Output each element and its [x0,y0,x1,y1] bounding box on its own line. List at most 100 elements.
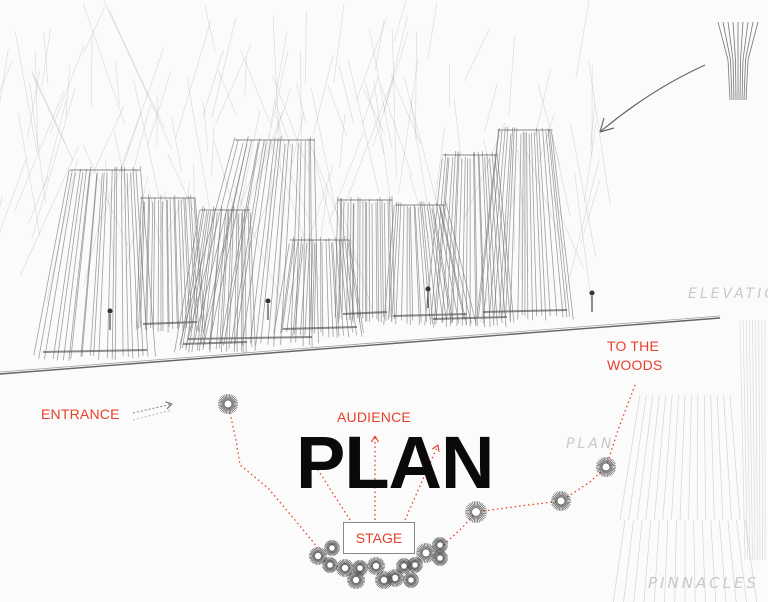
stage-box: STAGE [343,522,415,554]
rain-stroke [43,99,67,187]
ground-line [0,317,721,375]
tower-stroke [533,132,543,316]
arrow-head [374,435,380,443]
tower-stroke [545,131,564,318]
tower-stroke [410,206,414,321]
tower-stroke [209,206,223,353]
faint-tower-stroke [662,394,673,521]
platform [182,341,248,345]
tower-stroke [62,169,87,361]
tower-stroke [249,137,276,344]
plant-burst-icon [551,491,571,511]
figure-head [425,286,431,292]
tower-stroke [146,198,151,331]
tower-stroke [70,166,92,359]
platform [392,313,468,317]
tower-stroke [89,173,103,356]
rain-stroke [82,2,126,126]
tower-stroke [381,199,384,318]
tower-stroke [536,127,547,321]
rain-stroke [215,44,252,124]
platform [282,326,358,330]
rain-stroke [20,145,80,276]
entrance-arrow-head [165,401,173,405]
faint-tower-stroke [710,394,715,521]
lantern-stroke [747,21,759,61]
rain-stroke [31,73,74,161]
faint-tower-stroke [612,519,626,602]
rain-stroke [133,78,160,199]
faint-tower-stroke [633,519,643,602]
rain-stroke [0,157,28,233]
tower-stroke [414,206,422,323]
tower-stroke [162,201,164,331]
tower-stroke [517,133,522,320]
tower-stroke [150,201,154,329]
tower-stroke [352,202,355,323]
tower-stroke [438,204,465,320]
rain-stroke [108,9,173,150]
tower-stroke [482,131,503,319]
platform [342,311,388,315]
tower-stroke [391,202,400,321]
rain-stroke [217,69,237,117]
tower-stroke [383,205,395,325]
tower-stroke [179,137,236,346]
tower-stroke [445,151,456,327]
tower-stroke [249,212,256,351]
tower-stroke [377,198,380,322]
rain-stroke [342,79,394,211]
audience-arrow-right [404,444,439,521]
lantern-stroke [727,59,731,101]
tower-stroke [445,201,477,324]
tower-stroke [185,139,239,348]
faint-tower-stroke [736,519,747,602]
faint-tower-stroke [628,394,647,521]
rain-stroke [240,49,270,122]
tower-stroke [106,169,113,359]
rain-stroke [534,68,552,137]
tower-stroke [236,213,240,353]
rain-stroke [320,188,328,239]
tower-stroke [247,206,253,348]
rain-stroke [50,44,85,133]
tower-stroke [80,173,98,357]
tower-stroke [198,208,216,352]
plant-burst-icon [432,550,448,566]
rain-stroke [409,173,430,239]
rain-stroke [204,5,216,52]
rain-stroke [327,84,347,136]
tower-stroke [465,158,469,326]
tower-stroke [379,197,382,323]
tower-stroke [52,168,81,360]
faint-tower-stroke [758,319,761,561]
tower-stroke [339,198,343,319]
tower-stroke [126,173,134,359]
tower-stroke [139,201,146,328]
tower-stroke [502,127,514,316]
ground-line [0,315,721,373]
rain-stroke [575,0,590,78]
lantern-stroke [722,21,731,61]
rain-stroke [574,172,592,301]
rain-stroke [0,49,9,104]
faint-tower-stroke [745,319,751,561]
figure-head [107,308,113,314]
tower-stroke [93,172,105,356]
tower-stroke [132,166,144,356]
rain-stroke [46,158,78,303]
lantern-stroke [730,59,733,101]
tower-stroke [331,243,338,338]
faint-tower-stroke [723,394,732,521]
tower-stroke [484,157,495,326]
rain-stroke [313,55,334,135]
tower-stroke [451,152,460,323]
platform [187,336,313,340]
tower-stroke [335,237,344,336]
tower-stroke [313,138,319,344]
faint-tower-stroke [744,519,758,602]
tower-stroke [188,196,197,332]
rain-stroke [244,172,280,260]
rain-stroke [391,29,397,179]
